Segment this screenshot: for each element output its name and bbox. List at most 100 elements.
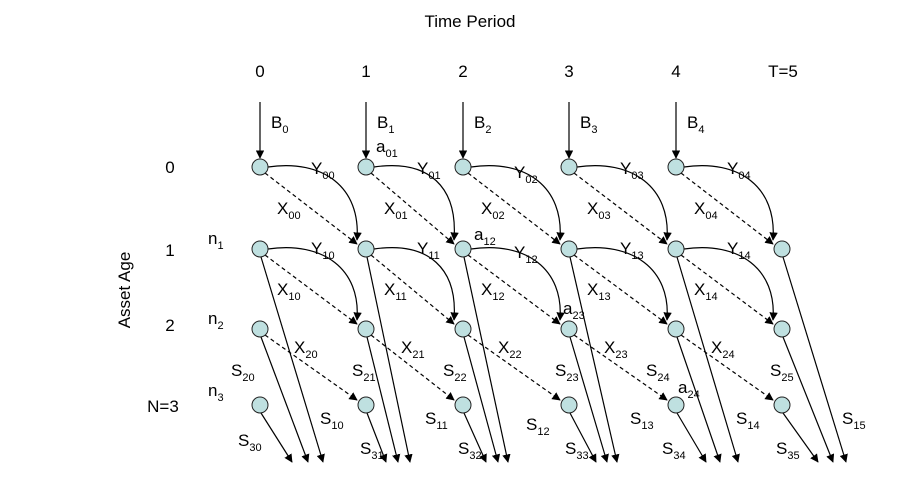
replace-arrow — [370, 254, 455, 325]
state-node — [357, 240, 375, 258]
keep-label: Y00 — [311, 159, 335, 182]
state-node — [251, 320, 269, 338]
state-node — [357, 320, 375, 338]
salvage-label: S13 — [630, 409, 654, 432]
salvage-arrow — [260, 336, 310, 463]
state-node — [454, 320, 472, 338]
replace-arrow — [573, 334, 668, 401]
state-node — [454, 158, 472, 176]
salvage-arrow — [569, 256, 620, 463]
period-label: T=5 — [768, 62, 798, 81]
state-node — [667, 240, 685, 258]
keep-arc — [267, 165, 362, 241]
state-node — [773, 396, 791, 414]
salvage-arrow — [782, 412, 819, 463]
replace-label: X13 — [587, 280, 611, 303]
salvage-label: S10 — [320, 409, 344, 432]
keep-arc — [683, 165, 778, 241]
replace-label: X10 — [277, 280, 301, 303]
network-edges — [255, 102, 848, 463]
replace-label: X04 — [694, 199, 718, 222]
salvage-label: S15 — [842, 409, 866, 432]
keep-arc — [373, 247, 459, 321]
replace-label: X01 — [384, 199, 408, 222]
salvage-label: S33 — [565, 439, 589, 462]
keep-label: Y04 — [727, 159, 751, 182]
salvage-arrow — [782, 336, 835, 463]
state-node — [251, 396, 269, 414]
age-label: 0 — [165, 158, 174, 177]
replace-arrow — [467, 334, 561, 401]
state-node — [667, 396, 685, 414]
n-label: n1 — [208, 229, 224, 252]
salvage-arrow — [569, 336, 609, 463]
budget-label: B0 — [271, 113, 288, 136]
replace-label: X12 — [481, 280, 505, 303]
replace-arrow — [370, 172, 455, 245]
replace-label: X21 — [401, 338, 425, 361]
replace-arrow — [467, 254, 561, 325]
budget-label: B1 — [377, 113, 394, 136]
salvage-arrow — [260, 412, 293, 463]
state-node — [560, 396, 578, 414]
replace-arrow — [264, 172, 358, 245]
salvage-arrow — [676, 412, 707, 463]
replace-label: X00 — [277, 199, 301, 222]
period-label: 1 — [361, 62, 370, 81]
diagram-title: Time Period — [424, 12, 515, 31]
salvage-arrow — [463, 412, 487, 463]
state-node — [454, 396, 472, 414]
state-node — [773, 240, 791, 258]
state-node — [560, 320, 578, 338]
period-label: 4 — [671, 62, 680, 81]
salvage-arrow — [676, 336, 722, 463]
state-node — [251, 240, 269, 258]
keep-arc — [470, 247, 565, 321]
replace-label: X11 — [384, 280, 407, 303]
keep-label: Y11 — [417, 239, 440, 262]
salvage-label: S12 — [526, 415, 550, 438]
keep-arc — [470, 165, 565, 241]
state-node — [560, 240, 578, 258]
asset-age-axis-label: Asset Age — [115, 252, 134, 329]
network-nodes — [251, 158, 791, 414]
period-label: 3 — [564, 62, 573, 81]
salvage-arrow — [782, 256, 848, 463]
keep-label: Y03 — [620, 159, 644, 182]
keep-arc — [267, 247, 362, 321]
salvage-label: S35 — [776, 439, 800, 462]
salvage-arrow — [260, 256, 325, 463]
salvage-arrow — [366, 336, 401, 463]
salvage-arrow — [569, 412, 597, 463]
age-transition-label: a12 — [474, 225, 496, 248]
replace-arrow — [264, 334, 358, 401]
keep-arc — [576, 165, 672, 241]
salvage-arrow — [463, 256, 511, 463]
age-transition-label: a01 — [376, 137, 398, 160]
state-node — [357, 396, 375, 414]
salvage-arrow — [676, 256, 740, 463]
keep-label: Y02 — [514, 163, 538, 186]
salvage-label: S11 — [425, 409, 448, 432]
replace-arrow — [573, 254, 668, 325]
age-transition-label: a24 — [678, 378, 700, 401]
salvage-label: S23 — [555, 361, 579, 384]
budget-label: B4 — [687, 113, 704, 136]
replace-label: X22 — [498, 338, 522, 361]
age-label: N=3 — [147, 397, 179, 416]
replace-arrow — [680, 334, 774, 401]
replace-arrow — [680, 254, 774, 325]
salvage-arrow — [366, 256, 413, 463]
state-node — [667, 320, 685, 338]
salvage-label: S21 — [352, 361, 376, 384]
replace-arrow — [467, 172, 561, 245]
salvage-label: S24 — [646, 361, 670, 384]
n-label: n2 — [208, 309, 224, 332]
salvage-label: S30 — [238, 431, 262, 454]
keep-label: Y01 — [417, 159, 441, 182]
salvage-label: S32 — [458, 439, 482, 462]
